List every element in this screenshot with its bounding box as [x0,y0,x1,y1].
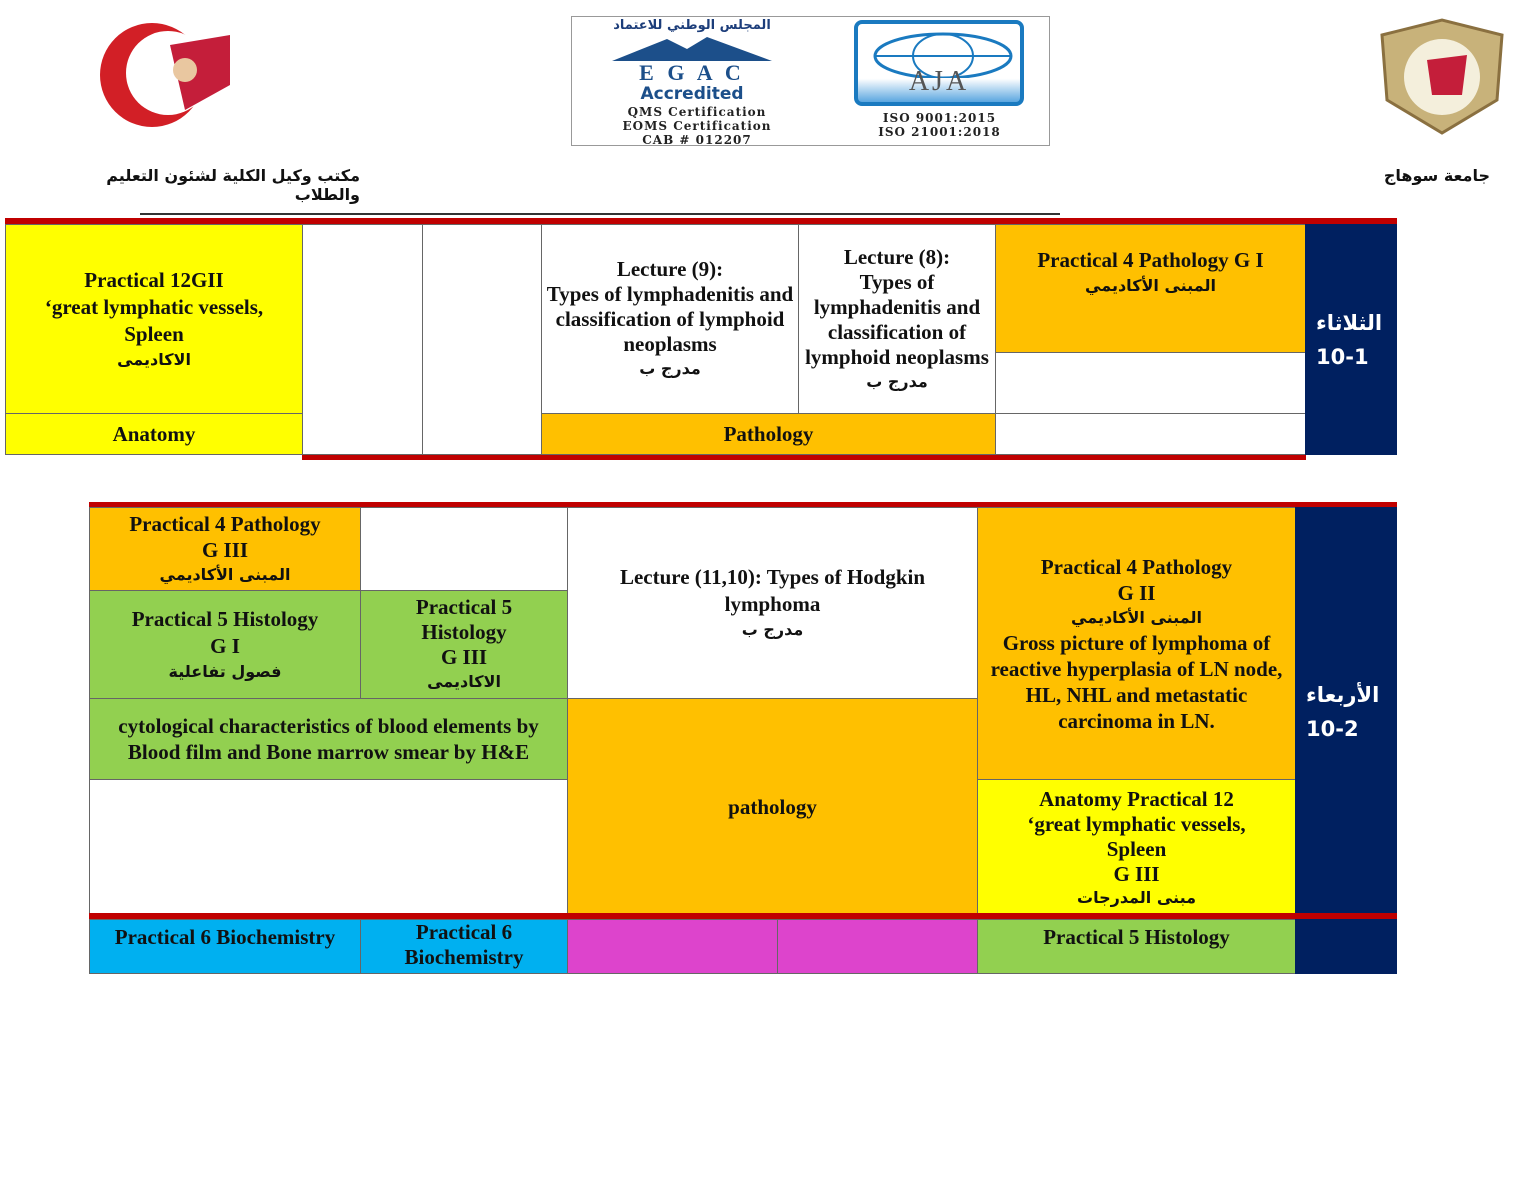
header-underline [140,213,1060,215]
histology-g3-cell: Practical 5 Histology G III الاكاديمى [360,590,568,699]
magenta-cell [567,919,778,974]
divider [89,913,1397,919]
egac-line: CAB # 012207 [642,133,752,147]
divider [302,455,1306,460]
egac-mountain-icon [612,37,772,61]
egac-line: EOMS Certification [622,119,772,133]
accreditation-banner: المجلس الوطني للاعتماد E G A C Accredite… [571,16,1050,147]
pathology-label: pathology [567,698,978,916]
aja-line: ISO 21001:2018 [878,125,1001,139]
empty-cell [89,779,568,916]
pathology-label: Pathology [541,413,996,455]
anatomy-practical-cell: Practical 12GII ‘great lymphatic vessels… [5,224,303,414]
biochemistry-cell: Practical 6 Biochemistry [89,919,361,974]
anatomy-label: Anatomy [5,413,303,455]
magenta-cell [777,919,978,974]
divider [5,218,1397,224]
histology-g1-cell: Practical 5 Histology G I فصول تفاعلية [89,590,361,699]
empty-cell [995,413,1306,455]
day-cell-tuesday: الثلاثاء 10-1 [1305,224,1397,455]
cytology-cell: cytological characteristics of blood ele… [89,698,568,780]
faculty-logo [90,15,245,130]
pathology-practical-g1-cell: Practical 4 Pathology G I المبنى الأكادي… [995,224,1306,353]
divider [89,502,1397,508]
lecture-9-cell: Lecture (9): Types of lymphadenitis and … [541,224,799,414]
lecture-8-cell: Lecture (8): Types of lymphadenitis and … [798,224,996,414]
aja-line: ISO 9001:2015 [882,111,997,125]
pathology-practical-g2-cell: Practical 4 Pathology G II المبنى الأكاد… [977,507,1296,780]
pathology-practical-g3-cell: Practical 4 Pathology G III المبنى الأكا… [89,507,361,591]
histology-bottom-cell: Practical 5 Histology [977,919,1296,974]
biochemistry-cell: Practical 6 Biochemistry [360,919,568,974]
day-cell-filler [1295,919,1397,974]
university-seal [1372,15,1512,137]
empty-cell [302,224,423,455]
empty-cell [995,352,1306,414]
office-title: مكتب وكيل الكلية لشئون التعليم والطلاب [106,166,360,204]
empty-cell [422,224,542,455]
lecture-11-10-cell: Lecture (11,10): Types of Hodgkin lympho… [567,507,978,699]
aja-logo: AJA [854,20,1024,106]
empty-cell [360,507,568,591]
university-name: جامعة سوهاج [1383,166,1490,185]
egac-line: QMS Certification [627,105,767,119]
anatomy-practical-g3-cell: Anatomy Practical 12 ‘great lymphatic ve… [977,779,1296,916]
day-cell-wednesday: الأربعاء 10-2 [1295,507,1397,916]
